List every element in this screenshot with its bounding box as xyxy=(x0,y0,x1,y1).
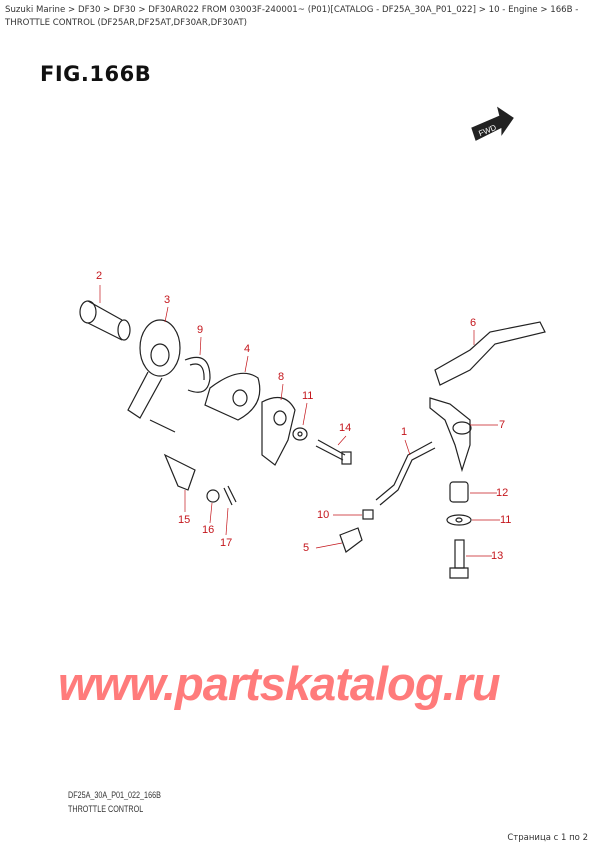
part-15 xyxy=(149,419,196,491)
fwd-arrow-icon: FWD xyxy=(471,106,514,141)
leader-lines xyxy=(99,285,500,557)
part-11b xyxy=(446,514,472,526)
callout-9[interactable]: 9 xyxy=(197,324,204,336)
part-16 xyxy=(206,489,220,503)
callout-6[interactable]: 6 xyxy=(470,317,477,329)
diagram-title: THROTTLE CONTROL xyxy=(68,804,144,814)
part-14 xyxy=(315,439,352,465)
callout-1[interactable]: 1 xyxy=(401,426,408,438)
callout-5[interactable]: 5 xyxy=(303,542,310,554)
callout-16[interactable]: 16 xyxy=(202,524,215,536)
part-10 xyxy=(362,509,374,520)
part-1 xyxy=(375,441,436,506)
callout-2[interactable]: 2 xyxy=(96,270,103,282)
part-4 xyxy=(204,372,261,421)
breadcrumb[interactable]: Suzuki Marine > DF30 > DF30 > DF30AR022 … xyxy=(5,5,579,28)
part-13 xyxy=(449,539,469,579)
callout-12[interactable]: 12 xyxy=(496,487,509,499)
callout-3[interactable]: 3 xyxy=(164,294,171,306)
watermark: www.partskatalog.ru xyxy=(58,657,501,710)
callout-17[interactable]: 17 xyxy=(220,537,233,549)
callout-8[interactable]: 8 xyxy=(278,371,285,383)
part-5 xyxy=(339,527,363,553)
callout-14[interactable]: 14 xyxy=(339,422,352,434)
part-8 xyxy=(261,396,296,466)
part-2 xyxy=(79,300,131,341)
callout-13[interactable]: 13 xyxy=(491,550,504,562)
callout-10[interactable]: 10 xyxy=(317,509,330,521)
part-7 xyxy=(429,397,472,473)
part-6 xyxy=(434,321,546,386)
part-12 xyxy=(449,481,469,503)
figure-label: FIG.166B xyxy=(40,62,152,86)
callout-15[interactable]: 15 xyxy=(178,514,191,526)
part-17 xyxy=(223,485,237,506)
callout-4[interactable]: 4 xyxy=(244,343,251,355)
callout-11b[interactable]: 11 xyxy=(500,514,512,526)
callout-11[interactable]: 11 xyxy=(302,390,314,402)
diagram-code: DF25A_30A_P01_022_166B xyxy=(68,790,161,800)
part-11a xyxy=(292,427,308,441)
part-3 xyxy=(127,319,181,419)
pager: Страница с 1 по 2 xyxy=(507,833,588,843)
part-9 xyxy=(184,356,211,393)
callout-7[interactable]: 7 xyxy=(499,419,506,431)
